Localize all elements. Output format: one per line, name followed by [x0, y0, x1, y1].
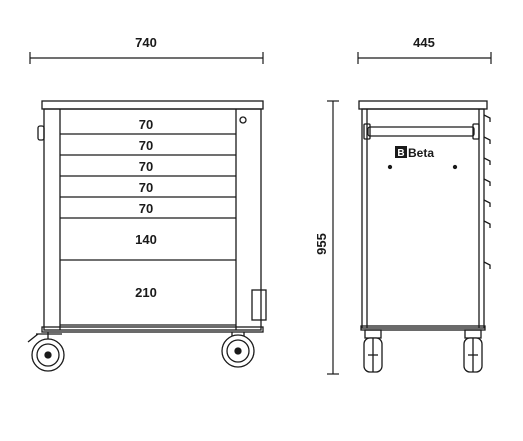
beta-logo: B Beta [395, 146, 434, 160]
side-left-caster [363, 329, 383, 373]
side-right-caster [463, 329, 483, 373]
push-handle [367, 126, 475, 137]
front-body [43, 108, 262, 331]
front-base [41, 326, 264, 333]
depth-dimension: 445 [357, 35, 492, 64]
drawer-labels: 70 70 70 70 70 140 210 [135, 117, 157, 300]
drawer-6-label: 140 [135, 232, 157, 247]
drawer-5-label: 70 [139, 201, 153, 216]
height-label: 955 [314, 233, 329, 255]
drawer-3-label: 70 [139, 159, 153, 174]
drawer-1-label: 70 [139, 117, 153, 132]
beta-logo-mark [395, 146, 407, 158]
depth-label: 445 [413, 35, 435, 50]
drawer-2-label: 70 [139, 138, 153, 153]
front-view [37, 100, 267, 333]
side-top-plate [358, 100, 488, 110]
side-body [361, 108, 485, 329]
width-label: 740 [135, 35, 157, 50]
lock-icon [239, 116, 247, 124]
side-drawer-handles [483, 114, 491, 269]
front-left-caster [27, 332, 65, 372]
corner-bumper [251, 289, 267, 321]
front-right-caster [221, 332, 255, 368]
side-view [358, 100, 491, 331]
drawer-7-label: 210 [135, 285, 157, 300]
front-top-plate [41, 100, 264, 110]
svg-text:B: B [397, 148, 404, 159]
drawer-4-label: 70 [139, 180, 153, 195]
front-side-handle [37, 125, 45, 141]
drawer-dividers [60, 133, 236, 326]
width-dimension: 740 [29, 35, 264, 64]
beta-logo-text: Beta [408, 146, 434, 160]
height-dimension: 955 [314, 100, 339, 375]
